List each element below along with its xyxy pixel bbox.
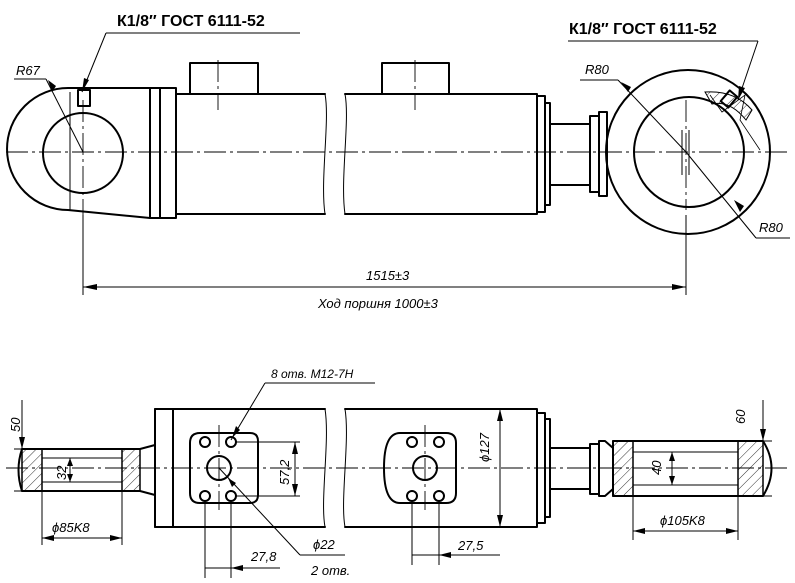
holes-thread-leader [230, 382, 375, 441]
bottom-view: 50 32 ϕ85K8 [6, 367, 790, 578]
dim-27-8 [204, 500, 280, 578]
right-fitting-leader [568, 40, 759, 101]
left-eye [6, 87, 161, 219]
dim-2holes-label: 2 отв. [310, 563, 350, 578]
left-eye-section [17, 444, 156, 496]
dim-40 [669, 452, 675, 485]
right-fitting-label: К1/8″ ГОСТ 6111-52 [569, 21, 717, 38]
top-view: 1515±3 Ход поршня 1000±3 К1/8″ ГОСТ 6111… [6, 13, 790, 311]
dim-57-label: 57,2 [277, 459, 292, 485]
r80-top-leader [580, 79, 687, 153]
dim-127-label: ϕ127 [477, 432, 492, 462]
dim-127 [497, 409, 503, 527]
barrel-left [175, 60, 327, 215]
rod-bottom [549, 440, 614, 497]
dim-22-label: ϕ22 [313, 537, 335, 552]
r80-top-label: R80 [585, 62, 610, 77]
dim-50-label: 50 [8, 417, 23, 432]
dim-85-label: ϕ85K8 [52, 520, 90, 535]
dim-27-5 [411, 500, 500, 565]
left-fitting-label: К1/8″ ГОСТ 6111-52 [117, 13, 265, 30]
dim-32-label: 32 [54, 465, 69, 480]
right-eye [605, 69, 771, 235]
dim-85 [41, 492, 123, 545]
length-dimension [82, 215, 687, 295]
right-port-flange [383, 425, 457, 510]
cylinder-body-section [154, 408, 551, 528]
barrel-right [343, 60, 551, 215]
dim-32 [67, 458, 73, 482]
dim-105 [632, 497, 739, 540]
dim-60 [745, 400, 772, 497]
holes-thread-label: 8 отв. М12-7Н [271, 367, 354, 381]
r67-leader [14, 78, 84, 153]
dim-105-label: ϕ105K8 [660, 513, 706, 528]
r80-bottom-label: R80 [759, 220, 784, 235]
length-label: 1515±3 [366, 268, 410, 283]
left-port-flange [189, 425, 259, 510]
rod [549, 111, 608, 197]
dim-27-8-label: 27,8 [250, 549, 277, 564]
dim-27-5-label: 27,5 [457, 538, 484, 553]
dim-57 [236, 441, 300, 497]
r80-bottom-leader [685, 151, 790, 239]
dim-40-label: 40 [649, 460, 664, 475]
right-eye-section [612, 440, 773, 497]
stroke-label: Ход поршня 1000±3 [317, 296, 439, 311]
dim-22-leader [218, 467, 345, 556]
r67-label: R67 [16, 63, 41, 78]
left-fitting-leader [81, 32, 300, 93]
dim-60-label: 60 [733, 409, 748, 424]
dim-50 [14, 400, 40, 492]
left-end-cap [159, 87, 177, 219]
